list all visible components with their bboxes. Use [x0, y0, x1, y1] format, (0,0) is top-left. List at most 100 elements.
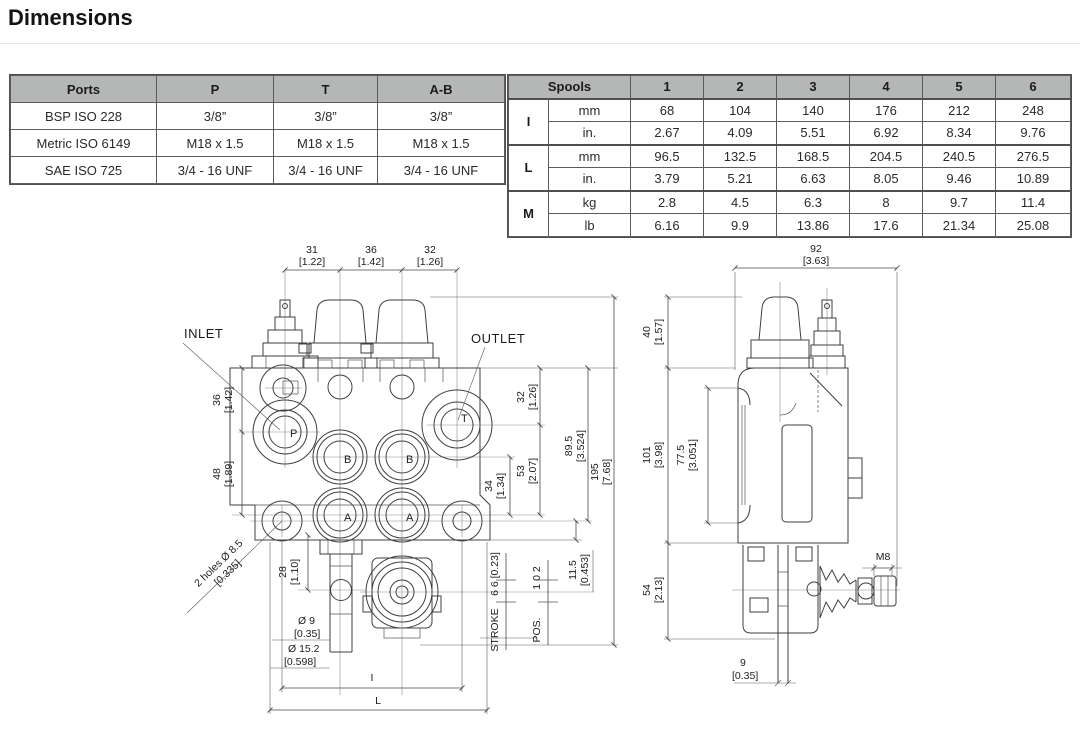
dim-right-53-mm: 53: [515, 465, 527, 477]
dim-top-32-mm: 32: [424, 244, 436, 256]
dim-I-label: I: [371, 672, 374, 684]
cell: 13.86: [776, 213, 850, 237]
col-5: 5: [922, 75, 996, 99]
dim-left-28-in: [1.10]: [289, 559, 301, 585]
dim-right-11-5-mm: 11.5: [567, 560, 579, 580]
holes-note: 2 holes Ø 8.5 [0.335]: [192, 537, 245, 589]
cell: 9.9: [703, 213, 777, 237]
side-valve-body: [737, 296, 897, 683]
dim-54-mm: 54: [641, 584, 653, 596]
table-row: in. 3.79 5.21 6.63 8.05 9.46 10.89: [509, 167, 1071, 191]
col-ab: A-B: [377, 75, 505, 103]
dim-right-34-in: [1.34]: [495, 473, 507, 499]
front-centerlines: [232, 270, 594, 695]
col-6: 6: [995, 75, 1071, 99]
front-view-drawing: INLET OUTLET P T B B A A 31 [1.22] 36 [1…: [182, 244, 618, 714]
dim-right-89-5-mm: 89.5: [563, 436, 575, 457]
col-t: T: [273, 75, 378, 103]
dim-77-5-in: [3.051]: [687, 439, 699, 471]
cell: 4.09: [703, 121, 777, 145]
cell: 6.92: [849, 121, 923, 145]
col-4: 4: [849, 75, 923, 99]
dim-right-195-mm: 195: [589, 463, 601, 481]
group-key-L: L: [508, 143, 549, 191]
cell: 8.05: [849, 167, 923, 191]
dim-L-label: L: [375, 695, 381, 707]
dim-right-53-in: [2.07]: [527, 458, 539, 484]
col-3: 3: [776, 75, 850, 99]
port-label-p: P: [290, 428, 297, 440]
table-row: M kg 2.8 4.5 6.3 8 9.7 11.4: [508, 189, 1071, 237]
unit-cell: mm: [548, 97, 631, 122]
cell: 3/4 - 16 UNF: [377, 156, 505, 184]
pos-scale-values: 1 0 2: [531, 566, 543, 590]
dia-15-2-in: [0.598]: [284, 656, 316, 668]
unit-cell: mm: [548, 143, 631, 168]
dim-right-11-5-in: [0.453]: [579, 554, 591, 586]
cell: 6.3: [776, 189, 850, 214]
port-label-a1: A: [344, 512, 352, 524]
dim-left-48-mm: 48: [211, 468, 223, 480]
dia-9-mm: Ø 9: [298, 615, 315, 627]
dim-101-mm: 101: [641, 446, 653, 464]
ports-header-row: Ports P T A-B: [10, 75, 505, 103]
port-label-b2: B: [406, 454, 413, 466]
cell: 3/4 - 16 UNF: [156, 156, 274, 184]
dim-right-32-mm: 32: [515, 391, 527, 403]
unit-cell: in.: [548, 121, 631, 145]
dim-left-36-mm: 36: [211, 394, 223, 406]
cell: M18 x 1.5: [377, 129, 505, 157]
cell: 248: [995, 97, 1071, 122]
dim-40-mm: 40: [641, 326, 653, 338]
dim-101-in: [3.98]: [653, 442, 665, 468]
stroke-scale-label: STROKE: [489, 608, 501, 651]
front-valve-body: [229, 299, 493, 543]
table-row: in. 2.67 4.09 5.51 6.92 8.34 9.76: [509, 121, 1071, 145]
cell: 212: [922, 97, 996, 122]
cell: 9.7: [922, 189, 996, 214]
spools-table: Spools 1 2 3 4 5 6 I mm 68 104 140 176 2…: [507, 74, 1072, 238]
dim-9-mm: 9: [740, 657, 746, 669]
cell: 17.6: [849, 213, 923, 237]
cell: 3/8”: [273, 102, 378, 130]
row-label: Metric ISO 6149: [10, 129, 157, 157]
port-label-a2: A: [406, 512, 414, 524]
cell: 168.5: [776, 143, 850, 168]
cell: 96.5: [630, 143, 704, 168]
dim-77-5-mm: 77.5: [675, 445, 687, 466]
cell: 11.4: [995, 189, 1071, 214]
table-row: SAE ISO 725 3/4 - 16 UNF 3/4 - 16 UNF 3/…: [10, 156, 505, 184]
cell: 3/8”: [156, 102, 274, 130]
cell: 204.5: [849, 143, 923, 168]
side-view-drawing: 92 [3.63] 40 [1.57] 101 [3.98] 77.5 [3.0…: [641, 243, 902, 687]
cell: 68: [630, 97, 704, 122]
unit-cell: in.: [548, 167, 631, 191]
dia-9-in: [0.35]: [294, 628, 320, 640]
dim-left-48-in: [1.89]: [223, 461, 235, 487]
cell: 9.46: [922, 167, 996, 191]
dim-top-36-in: [1.42]: [358, 256, 384, 268]
row-label: BSP ISO 228: [10, 102, 157, 130]
col-1: 1: [630, 75, 704, 99]
dim-left-36-in: [1.42]: [223, 387, 235, 413]
cell: 25.08: [995, 213, 1071, 237]
table-row: I mm 68 104 140 176 212 248: [508, 97, 1071, 145]
unit-cell: lb: [548, 213, 631, 237]
dim-right-32-in: [1.26]: [527, 384, 539, 410]
cell: 276.5: [995, 143, 1071, 168]
group-key-M: M: [508, 189, 549, 237]
title-divider: [0, 43, 1080, 44]
cell: 6.16: [630, 213, 704, 237]
dim-40-in: [1.57]: [653, 319, 665, 345]
dim-right-195-in: [7.68]: [601, 459, 613, 485]
outlet-label: OUTLET: [471, 331, 525, 346]
inlet-label: INLET: [184, 326, 223, 341]
cell: 21.34: [922, 213, 996, 237]
group-key-I: I: [508, 97, 549, 145]
cell: 176: [849, 97, 923, 122]
cell: 2.67: [630, 121, 704, 145]
dim-92-in: [3.63]: [803, 255, 829, 267]
cell: M18 x 1.5: [273, 129, 378, 157]
cell: 8: [849, 189, 923, 214]
